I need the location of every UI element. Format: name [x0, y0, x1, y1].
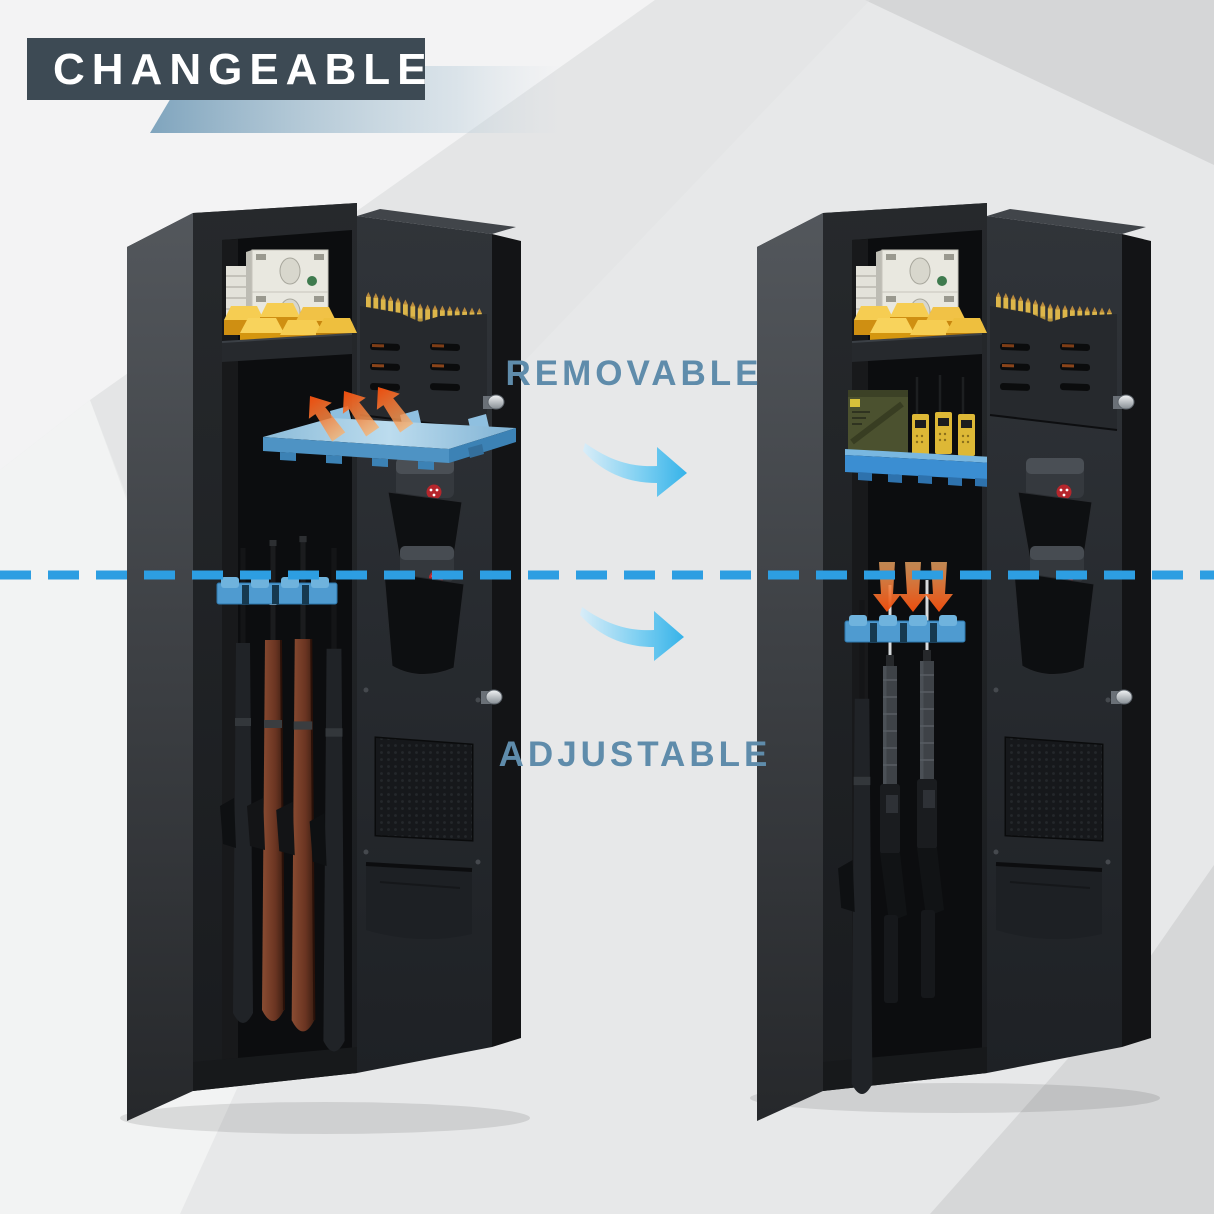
changeable-label: CHANGEABLE	[53, 45, 434, 94]
left-door	[357, 209, 521, 1073]
removable-label: REMOVABLE	[505, 354, 763, 393]
right-safe	[750, 202, 1160, 1122]
installed-shelf	[845, 449, 993, 487]
walkie-talkies	[912, 375, 975, 456]
left-safe-shadow	[120, 1102, 530, 1134]
changeable-banner: CHANGEABLE	[27, 38, 426, 100]
right-cabinet	[756, 202, 988, 1122]
right-door	[987, 209, 1151, 1073]
ammo-can	[848, 390, 908, 453]
installed-shelf-with-gear	[845, 375, 993, 487]
right-safe-shadow	[750, 1083, 1160, 1113]
orange-down-arrows	[873, 562, 953, 612]
left-safe	[120, 202, 530, 1134]
adjustable-label: ADJUSTABLE	[498, 735, 772, 774]
